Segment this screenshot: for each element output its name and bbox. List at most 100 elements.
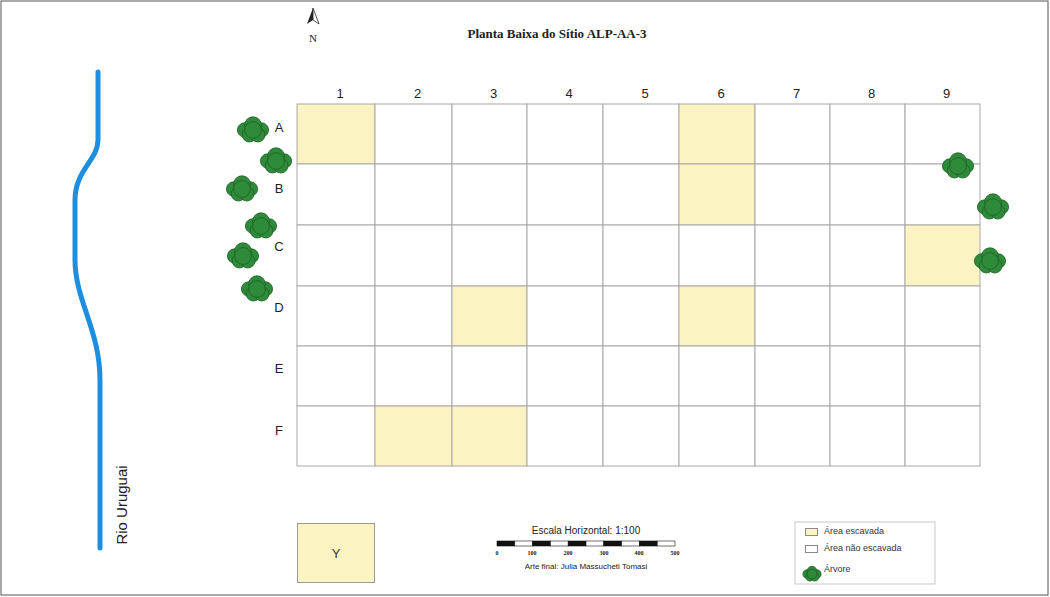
excavated-cell — [452, 286, 527, 346]
scale-number: 400 — [635, 550, 644, 557]
column-number: 4 — [565, 87, 572, 101]
unexcavated-cell — [375, 286, 452, 346]
unexcavated-cell — [297, 225, 375, 286]
unexcavated-cell — [679, 406, 755, 466]
legend-text: Árvore — [824, 564, 851, 574]
tree-crown — [982, 253, 999, 270]
unexcavated-cell — [527, 104, 603, 164]
unexcavated-cell — [830, 346, 905, 406]
column-number: 2 — [414, 87, 421, 101]
unexcavated-cell — [603, 406, 679, 466]
tree — [260, 148, 291, 173]
unexcavated-cell — [297, 286, 375, 346]
tree — [245, 213, 276, 238]
unexcavated-cell — [830, 164, 905, 225]
tree — [226, 176, 257, 201]
river — [75, 72, 100, 548]
tree — [803, 566, 821, 581]
unexcavated-cell — [375, 164, 452, 225]
unexcavated-cell — [755, 346, 830, 406]
unexcavated-cell — [755, 286, 830, 346]
excavated-cell — [452, 406, 527, 466]
tree-crown — [985, 199, 1002, 216]
scale-number: 200 — [564, 550, 573, 557]
unexcavated-cell — [755, 164, 830, 225]
scale-number: 500 — [671, 550, 680, 557]
unexcavated-cell — [905, 104, 980, 164]
legend-text: Área não escavada — [824, 543, 902, 553]
sample-cell: Y — [297, 523, 375, 583]
scale-segment — [586, 541, 604, 546]
unexcavated-cell — [603, 164, 679, 225]
north-arrow — [307, 8, 313, 24]
unexcavated-cell — [679, 225, 755, 286]
unexcavated-cell — [679, 346, 755, 406]
column-number: 3 — [490, 87, 497, 101]
excavated-cell — [679, 286, 755, 346]
unexcavated-cell — [603, 225, 679, 286]
unexcavated-cell — [527, 164, 603, 225]
unexcavated-cell — [905, 406, 980, 466]
tree-crown — [234, 181, 251, 198]
tree — [977, 194, 1008, 219]
unexcavated-cell — [452, 225, 527, 286]
unexcavated-cell — [830, 104, 905, 164]
unexcavated-cell — [375, 346, 452, 406]
scale-segment — [622, 541, 640, 546]
excavated-cell — [375, 406, 452, 466]
row-letter: D — [274, 301, 283, 315]
legend-box — [795, 522, 935, 584]
tree-symbol — [803, 566, 821, 581]
grid — [297, 104, 980, 466]
river-name: Rio Uruguai — [114, 465, 131, 544]
tree-crown — [253, 218, 270, 235]
unexcavated-cell — [603, 286, 679, 346]
unexcavated-cell — [375, 104, 452, 164]
unexcavated-cell — [755, 406, 830, 466]
scale-segment — [550, 541, 568, 546]
tree-crown — [245, 122, 262, 139]
tree-crown — [807, 569, 817, 579]
north-arrow — [313, 8, 319, 24]
scale-title: Escala Horizontal: 1:100 — [532, 525, 640, 536]
map-title: Planta Baixa do Sítio ALP-AA-3 — [467, 27, 646, 41]
unexcavated-cell — [297, 164, 375, 225]
tree — [237, 117, 268, 142]
unexcavated-cell — [905, 164, 980, 225]
scale-segment — [657, 541, 675, 546]
scale-segment — [604, 541, 622, 546]
scale-segment — [533, 541, 551, 546]
scale-segment — [497, 541, 515, 546]
excavated-cell — [679, 104, 755, 164]
unexcavated-cell — [905, 346, 980, 406]
unexcavated-cell — [527, 346, 603, 406]
scale-segment — [639, 541, 657, 546]
scale-number: 0 — [496, 550, 499, 557]
column-number: 5 — [641, 87, 648, 101]
legend-swatch — [805, 545, 818, 553]
row-letter: E — [275, 362, 284, 376]
scale-segment — [568, 541, 586, 546]
unexcavated-cell — [905, 286, 980, 346]
tree — [227, 243, 258, 268]
unexcavated-cell — [527, 225, 603, 286]
unexcavated-cell — [452, 346, 527, 406]
scale-segment — [515, 541, 533, 546]
tree-crown — [950, 158, 967, 175]
tree-crown — [249, 281, 266, 298]
column-number: 6 — [717, 87, 724, 101]
tree — [974, 248, 1005, 273]
unexcavated-cell — [755, 104, 830, 164]
cell-label: Y — [332, 546, 341, 561]
row-letter: B — [275, 182, 284, 196]
tree-crown — [235, 248, 252, 265]
tree-crown — [268, 153, 285, 170]
unexcavated-cell — [603, 104, 679, 164]
unexcavated-cell — [452, 104, 527, 164]
unexcavated-cell — [830, 286, 905, 346]
trees — [226, 117, 1008, 301]
legend-text: Área escavada — [824, 526, 884, 536]
column-number: 9 — [943, 87, 950, 101]
